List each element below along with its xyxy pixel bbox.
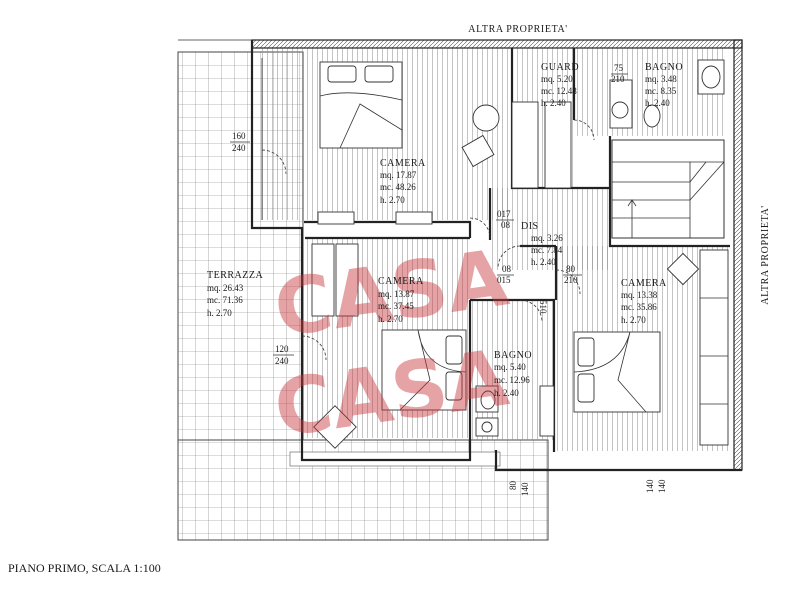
dim-240-b: 240 <box>275 356 289 366</box>
room-dis-name: DIS <box>521 221 539 232</box>
dim-210-b: 210 <box>564 275 578 285</box>
doors <box>261 119 595 361</box>
dim-80: 80 <box>566 264 576 274</box>
room-camera-right-name: CAMERA <box>621 278 667 289</box>
room-guard: GUARD mq. 5.20 mc. 12.48 h. 2.40 <box>541 62 579 108</box>
dim-240-a: 240 <box>232 143 246 153</box>
dim-08-a: 08 <box>501 220 511 230</box>
room-camera-mid-height: h. 2.70 <box>378 314 403 324</box>
room-terrazza-height: h. 2.70 <box>207 308 232 318</box>
dim-015: 015 <box>497 275 511 285</box>
room-terrazza-area: mq. 26.43 <box>207 283 244 293</box>
room-dis-volume: mc. 7.84 <box>531 245 563 255</box>
room-terrazza-volume: mc. 71.36 <box>207 295 243 305</box>
bathroom-top-fixtures <box>609 59 725 129</box>
dim-08-b: 08 <box>502 264 512 274</box>
dimension-labels: 160 240 120 240 75 210 017 08 08 015 80 … <box>230 63 667 496</box>
room-camera-right: CAMERA mq. 13.38 mc. 35.86 h. 2.70 <box>621 278 667 325</box>
label-top-neighbor: ALTRA PROPRIETA' <box>468 24 567 35</box>
room-terrazza-name: TERRAZZA <box>207 270 263 281</box>
room-dis-area: mq. 3.26 <box>531 233 563 243</box>
room-dis: DIS mq. 3.26 mc. 7.84 h. 2.40 <box>521 221 563 267</box>
room-bagno-top: BAGNO mq. 3.48 mc. 8.35 h. 2.40 <box>645 62 683 108</box>
room-terrazza: TERRAZZA mq. 26.43 mc. 71.36 h. 2.70 <box>207 270 263 318</box>
bed-right <box>573 331 661 413</box>
room-camera-right-height: h. 2.70 <box>621 315 646 325</box>
room-guard-area: mq. 5.20 <box>541 74 573 84</box>
room-camera-mid-volume: mc. 37.45 <box>378 301 414 311</box>
dim-017: 017 <box>497 209 511 219</box>
label-right-neighbor: ALTRA PROPRIETA' <box>760 205 771 304</box>
room-bagno-mid-volume: mc. 12.96 <box>494 375 530 385</box>
dim-120: 120 <box>275 344 289 354</box>
room-bagno-mid-area: mq. 5.40 <box>494 362 526 372</box>
room-camera-right-volume: mc. 35.86 <box>621 302 657 312</box>
dim-140-a: 140 <box>520 482 530 496</box>
plan-caption: PIANO PRIMO, SCALA 1:100 <box>8 561 161 575</box>
room-camera-main-name: CAMERA <box>380 158 426 169</box>
bed-main <box>319 61 403 149</box>
room-camera-mid: CAMERA mq. 13.87 mc. 37.45 h. 2.70 <box>378 276 424 324</box>
wardrobes <box>311 101 729 446</box>
room-camera-main-volume: mc. 48.26 <box>380 182 416 192</box>
dim-80-vertical: 80 <box>508 481 518 491</box>
chairs <box>313 104 700 449</box>
dim-140-c: 140 <box>657 479 667 493</box>
bed-middle <box>381 329 467 411</box>
room-bagno-top-volume: mc. 8.35 <box>645 86 677 96</box>
room-camera-main-height: h. 2.70 <box>380 195 405 205</box>
dim-160: 160 <box>232 131 246 141</box>
interior-walls <box>304 48 730 452</box>
dim-510: 510 <box>538 300 548 314</box>
room-camera-main: CAMERA mq. 17.87 mc. 48.26 h. 2.70 <box>380 158 426 205</box>
room-bagno-top-area: mq. 3.48 <box>645 74 677 84</box>
room-guard-height: h. 2.40 <box>541 98 566 108</box>
room-guard-volume: mc. 12.48 <box>541 86 577 96</box>
room-bagno-mid-height: h. 2.40 <box>494 388 519 398</box>
room-camera-mid-name: CAMERA <box>378 276 424 287</box>
room-bagno-top-name: BAGNO <box>645 62 683 73</box>
dim-75: 75 <box>614 63 624 73</box>
dim-210-a: 210 <box>611 74 625 84</box>
dim-140-b: 140 <box>645 479 655 493</box>
room-dis-height: h. 2.40 <box>531 257 556 267</box>
staircase <box>611 139 725 239</box>
room-bagno-mid: BAGNO mq. 5.40 mc. 12.96 h. 2.40 <box>494 350 532 398</box>
room-bagno-top-height: h. 2.40 <box>645 98 670 108</box>
room-camera-mid-area: mq. 13.87 <box>378 289 415 299</box>
room-guard-name: GUARD <box>541 62 579 73</box>
room-camera-main-area: mq. 17.87 <box>380 170 417 180</box>
outer-walls <box>178 39 743 472</box>
room-bagno-mid-name: BAGNO <box>494 350 532 361</box>
room-camera-right-area: mq. 13.38 <box>621 290 658 300</box>
bathroom-mid-fixtures <box>475 385 555 437</box>
